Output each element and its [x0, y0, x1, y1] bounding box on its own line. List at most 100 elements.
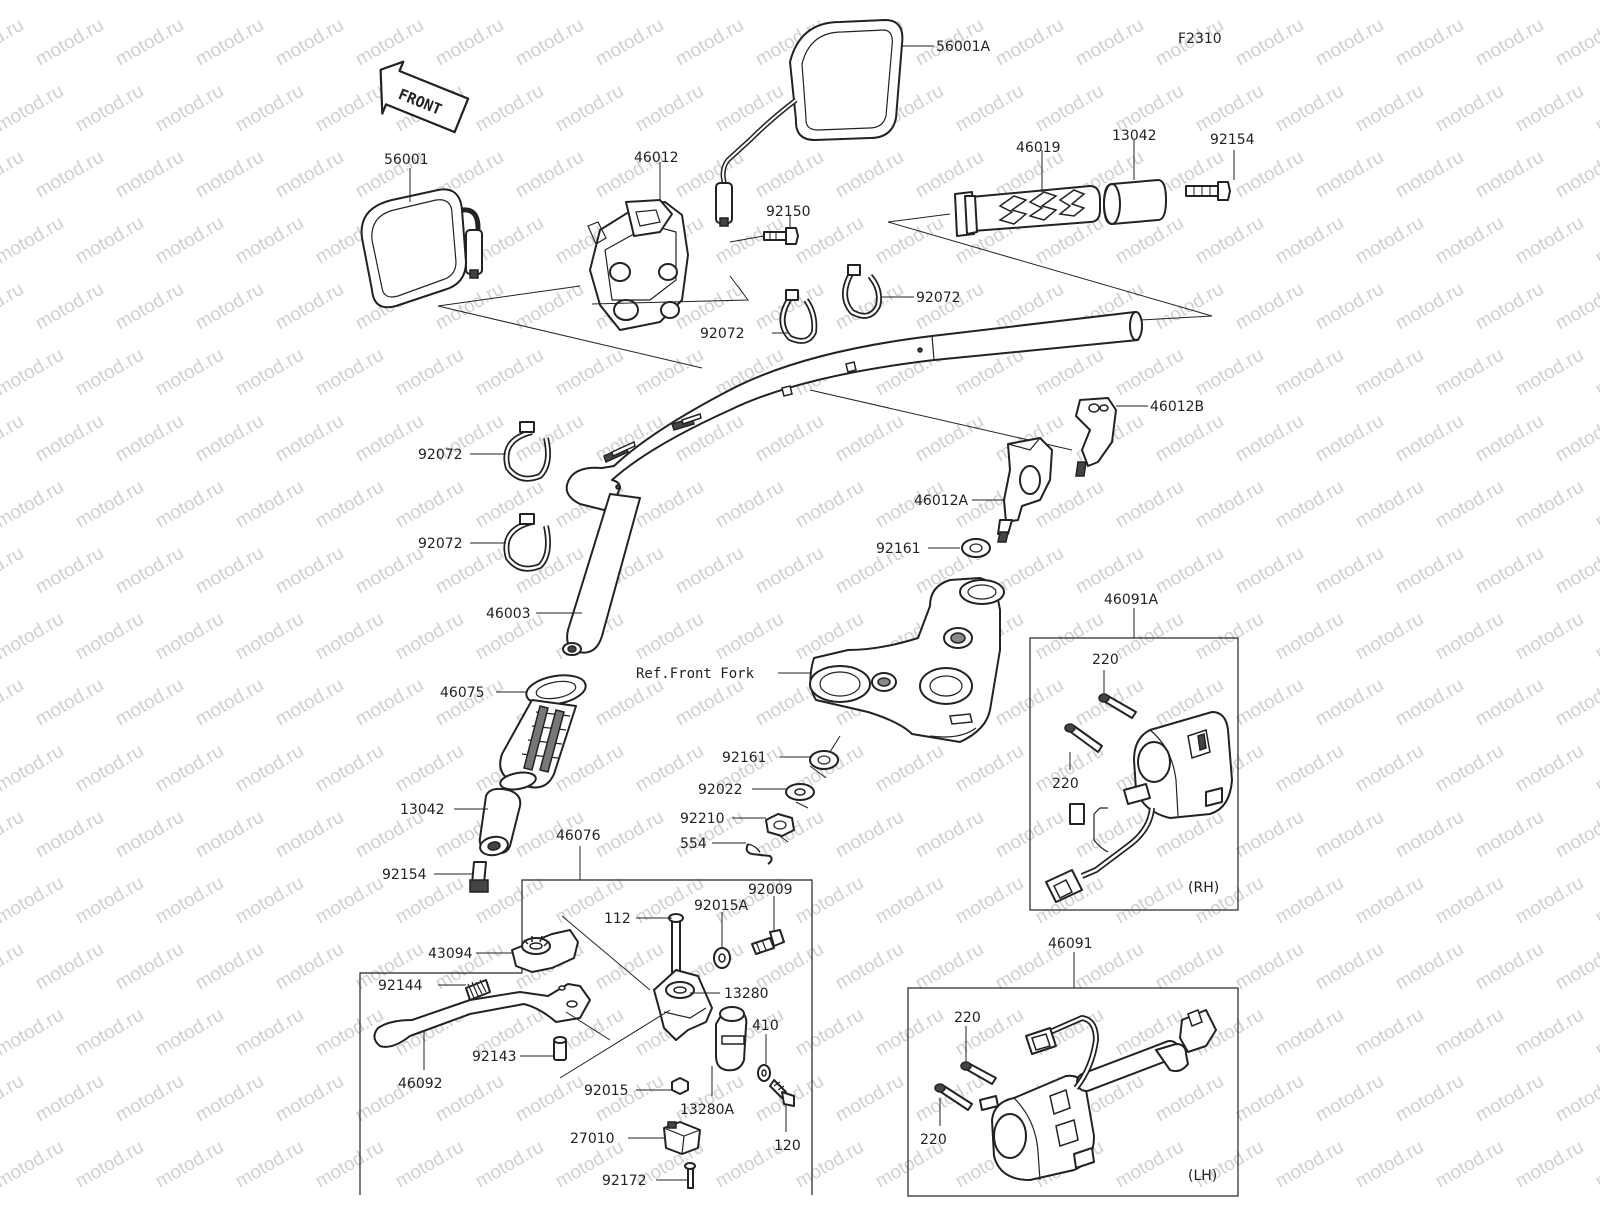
callout-92015A: 92015A [694, 898, 749, 914]
watermark-text: motod.ru [1592, 213, 1600, 269]
watermark-text: motod.ru [1552, 279, 1600, 335]
watermark-text: motod.ru [1552, 15, 1600, 71]
callout-46019: 46019 [1016, 140, 1061, 156]
callout-92154-bottom: 92154 [382, 867, 427, 883]
washer-92015A [713, 947, 731, 969]
watermark-text: motod.ru [1192, 609, 1267, 665]
washer-92022 [785, 783, 815, 801]
watermark-text: motod.ru [1592, 0, 1600, 4]
watermark-text: motod.ru [1392, 147, 1467, 203]
washer-410 [757, 1064, 771, 1082]
watermark-text: motod.ru [1032, 81, 1107, 137]
watermark-text: motod.ru [1192, 0, 1267, 4]
clamp-92072-d [503, 513, 551, 572]
watermark-text: motod.ru [392, 477, 467, 533]
watermark-text: motod.ru [1192, 477, 1267, 533]
watermark-text: motod.ru [352, 543, 427, 599]
watermark-text: motod.ru [0, 147, 27, 203]
watermark-text: motod.ru [272, 807, 347, 863]
watermark-text: motod.ru [112, 1071, 187, 1127]
callout-92143: 92143 [472, 1049, 517, 1065]
watermark-text: motod.ru [1512, 741, 1587, 797]
callout-46012A: 46012A [914, 493, 969, 509]
watermark-text: motod.ru [1432, 81, 1507, 137]
watermark-text: motod.ru [552, 345, 627, 401]
watermark-text: motod.ru [152, 477, 227, 533]
watermark-text: motod.ru [1552, 675, 1600, 731]
watermark-text: motod.ru [312, 0, 387, 4]
watermark-text: motod.ru [1072, 15, 1147, 71]
watermark-text: motod.ru [1312, 1071, 1387, 1127]
nut-92015 [671, 1077, 689, 1095]
switch-rh-46091A [1045, 711, 1233, 903]
washer-92161-bottom [809, 750, 839, 770]
watermark-text: motod.ru [472, 213, 547, 269]
callout-220-lh-b: 220 [920, 1132, 947, 1148]
watermark-text: motod.ru [32, 1071, 107, 1127]
watermark-text: motod.ru [1352, 81, 1427, 137]
watermark-text: motod.ru [232, 213, 307, 269]
watermark-text: motod.ru [1512, 609, 1587, 665]
watermark-text: motod.ru [312, 609, 387, 665]
watermark-text: motod.ru [1352, 741, 1427, 797]
watermark-text: motod.ru [0, 1005, 67, 1061]
callout-120: 120 [774, 1138, 801, 1154]
watermark-text: motod.ru [232, 477, 307, 533]
callout-92072-c: 92072 [418, 447, 463, 463]
watermark-text: motod.ru [872, 0, 947, 4]
watermark-text: motod.ru [392, 1137, 467, 1193]
watermark-text: motod.ru [312, 477, 387, 533]
watermark-text: motod.ru [1432, 873, 1507, 929]
watermark-text: motod.ru [1552, 543, 1600, 599]
watermark-text: motod.ru [152, 345, 227, 401]
watermark-text: motod.ru [792, 873, 867, 929]
watermark-text: motod.ru [472, 477, 547, 533]
watermark-text: motod.ru [512, 15, 587, 71]
callout-46075: 46075 [440, 685, 485, 701]
callout-46092: 46092 [398, 1076, 443, 1092]
watermark-text: motod.ru [1192, 213, 1267, 269]
watermark-text: motod.ru [1112, 1137, 1187, 1193]
watermark-text: motod.ru [0, 741, 67, 797]
lever-46092 [373, 983, 591, 1048]
callout-92210: 92210 [680, 811, 725, 827]
handlebar-46003 [562, 311, 1143, 656]
watermark-text: motod.ru [392, 741, 467, 797]
watermark-text: motod.ru [1392, 279, 1467, 335]
spring-92144 [465, 979, 491, 1001]
watermark-text: motod.ru [0, 543, 27, 599]
watermark-text: motod.ru [1432, 345, 1507, 401]
watermark-text: motod.ru [952, 0, 1027, 4]
watermark-text: motod.ru [1112, 873, 1187, 929]
watermark-text: motod.ru [1232, 15, 1307, 71]
watermark-text: motod.ru [1312, 543, 1387, 599]
watermark-text: motod.ru [1512, 81, 1587, 137]
watermark-text: motod.ru [792, 0, 867, 4]
watermark-text: motod.ru [1152, 411, 1227, 467]
watermark-text: motod.ru [792, 1005, 867, 1061]
leader-lines [409, 45, 1235, 1181]
watermark-text: motod.ru [872, 213, 947, 269]
bar-end-13042-bottom [478, 787, 522, 857]
callout-92161-a: 92161 [876, 541, 921, 557]
watermark-text: motod.ru [792, 1137, 867, 1193]
watermark-text: motod.ru [272, 279, 347, 335]
watermark-text: motod.ru [832, 939, 907, 995]
watermark-text: motod.ru [192, 411, 267, 467]
watermark-text: motod.ru [312, 81, 387, 137]
callout-92022: 92022 [698, 782, 743, 798]
clamp-92072-c [503, 421, 551, 482]
watermark-text: motod.ru [152, 873, 227, 929]
watermark-text: motod.ru [352, 675, 427, 731]
watermark-text: motod.ru [392, 0, 467, 4]
switch-27010 [663, 1121, 701, 1155]
watermark-text: motod.ru [1312, 147, 1387, 203]
watermark-text: motod.ru [0, 0, 67, 4]
watermark-text: motod.ru [592, 675, 667, 731]
watermark-text: motod.ru [1432, 609, 1507, 665]
watermark-text: motod.ru [1432, 477, 1507, 533]
watermark-text: motod.ru [1592, 741, 1600, 797]
watermark-text: motod.ru [912, 147, 987, 203]
callout-13042-bottom: 13042 [400, 802, 445, 818]
watermark-text: motod.ru [192, 15, 267, 71]
